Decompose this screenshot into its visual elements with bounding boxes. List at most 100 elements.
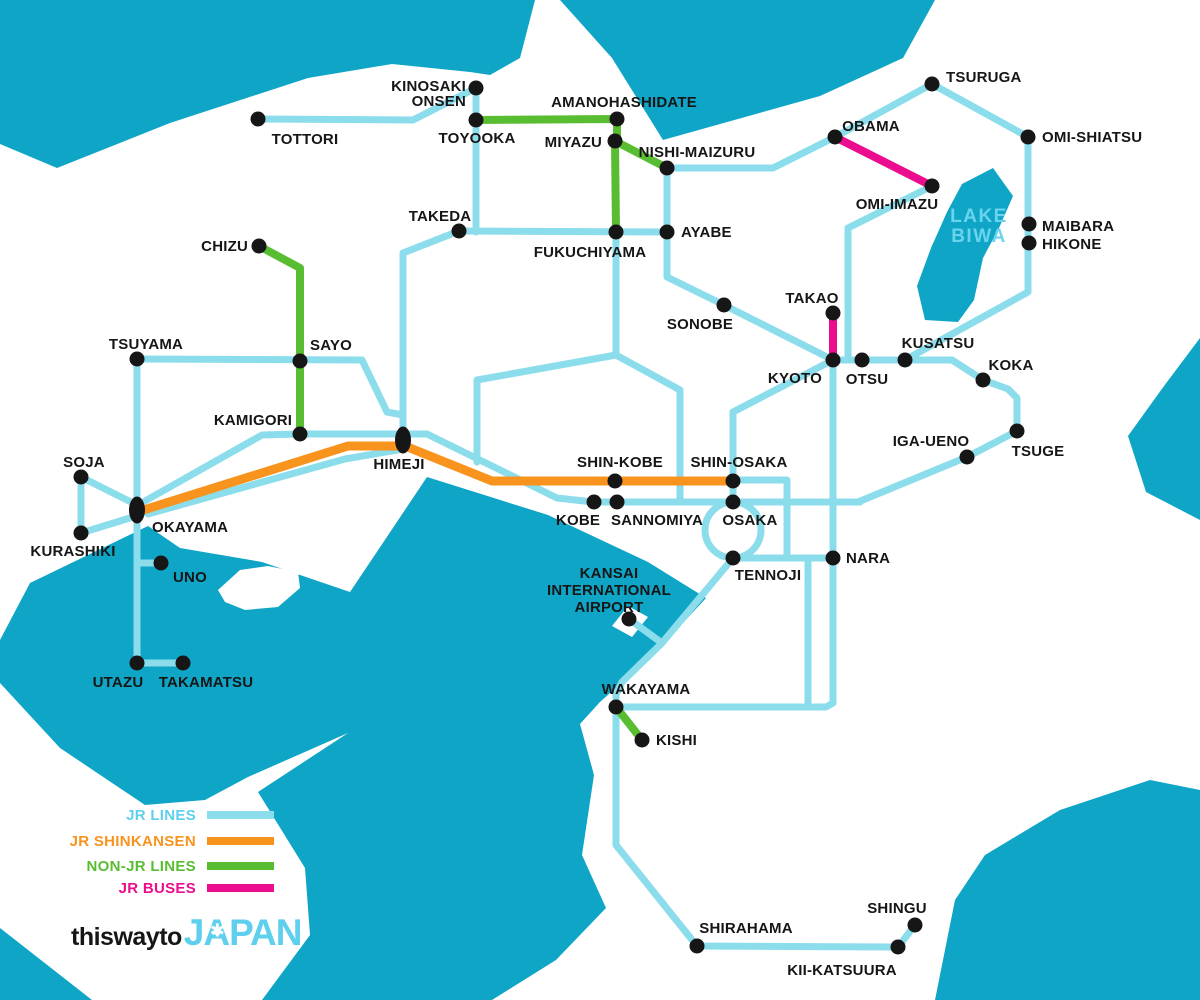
station-label-hikone: HIKONE [1042,236,1102,253]
line-himeji-takeda [399,227,463,444]
station-marker-obama[interactable] [827,129,843,145]
station-marker-omi-shiatsu[interactable] [1020,129,1036,145]
line-kyoto-shin-osaka-osaka [729,356,837,506]
station-kishi: KISHI [634,732,697,749]
station-marker-takamatsu[interactable] [175,655,191,671]
line-miyazu-fukuchiyama [611,137,620,236]
station-label-iga-ueno: IGA-UENO [893,433,970,450]
station-marker-iga-ueno[interactable] [959,449,975,465]
station-marker-amanohashidate[interactable] [609,111,625,127]
legend-label-nonjr: NON-JR LINES [87,858,196,875]
station-label-tsuge: TSUGE [1012,443,1065,460]
station-marker-kamigori[interactable] [292,426,308,442]
station-marker-omi-imazu[interactable] [924,178,940,194]
station-label-otsu: OTSU [846,371,888,388]
station-kamigori: KAMIGORI [214,412,308,442]
station-hikone: HIKONE [1021,235,1102,253]
station-marker-kansai-international-airport[interactable] [621,611,637,627]
station-marker-kii-katsuura[interactable] [890,939,906,955]
station-marker-nishi-maizuru[interactable] [659,160,675,176]
station-label-okayama: OKAYAMA [152,519,228,536]
station-marker-tottori[interactable] [250,111,266,127]
line-kyoto-nara-wakayama [612,356,837,711]
station-label-takao: TAKAO [785,290,838,307]
station-marker-kurashiki[interactable] [73,525,89,541]
sea-shape [0,477,706,1000]
station-label-shin-kobe: SHIN-KOBE [577,454,663,471]
station-label-takamatsu: TAKAMATSU [159,674,254,691]
station-marker-tsuge[interactable] [1009,423,1025,439]
station-chizu: CHIZU [201,238,267,255]
station-marker-soja[interactable] [73,469,89,485]
station-marker-tsuyama[interactable] [129,351,145,367]
logo-japan-text: JA✱PAN [183,912,303,953]
station-marker-osaka[interactable] [725,494,741,510]
station-marker-koka[interactable] [975,372,991,388]
station-marker-tsuruga[interactable] [924,76,940,92]
station-marker-toyooka[interactable] [468,112,484,128]
sea-shape [0,0,535,168]
station-label-ayabe: AYABE [681,224,732,241]
station-marker-utazu[interactable] [129,655,145,671]
station-marker-sonobe[interactable] [716,297,732,313]
line-chizu-sayo-kamigori [255,242,304,438]
line-osaka-iga-ueno-kusatsu [829,356,1021,506]
station-label-omi-shiatsu: OMI-SHIATSU [1042,129,1142,146]
logo-sakura-asterisk-icon: ✱ [209,920,225,941]
station-label-fukuchiyama: FUKUCHIYAMA [534,244,646,261]
station-uno: UNO [153,555,207,586]
station-marker-okayama[interactable] [129,496,145,524]
station-marker-uno[interactable] [153,555,169,571]
station-marker-chizu[interactable] [251,238,267,254]
station-marker-miyazu[interactable] [607,133,623,149]
station-marker-kinosaki-onsen[interactable] [468,80,484,96]
station-marker-kobe[interactable] [586,494,602,510]
station-soja: SOJA [63,454,105,485]
station-marker-sayo[interactable] [292,353,308,369]
legend-label-bus: JR BUSES [119,880,196,897]
line-obama-omi-imazu-bus [831,133,936,190]
line-kosei-omi-imazu [844,182,936,364]
island-shape [218,566,300,610]
station-label-kurashiki: KURASHIKI [30,543,115,560]
station-marker-maibara[interactable] [1021,216,1037,232]
station-label-shingu: SHINGU [867,900,927,917]
station-marker-tennoji[interactable] [725,550,741,566]
sea-shape [917,168,1013,322]
sea-shape [935,780,1200,1000]
station-marker-nara[interactable] [825,550,841,566]
station-marker-takeda[interactable] [451,223,467,239]
station-toyooka: TOYOOKA [439,112,515,147]
station-tsuyama: TSUYAMA [109,336,183,367]
line-fukuchiyama-south-west [473,228,620,466]
line-takeda-fukuchiyama-ayabe [455,227,671,236]
station-utazu: UTAZU [93,655,145,691]
station-label-koka: KOKA [989,357,1034,374]
station-tennoji: TENNOJI [725,550,801,584]
station-marker-shin-kobe[interactable] [607,473,623,489]
station-marker-otsu[interactable] [854,352,870,368]
station-marker-shingu[interactable] [907,917,923,933]
logo: thiswayto JA✱PAN [71,912,303,954]
station-marker-sannomiya[interactable] [609,494,625,510]
station-marker-kyoto[interactable] [825,352,841,368]
station-marker-fukuchiyama[interactable] [608,224,624,240]
station-marker-takao[interactable] [825,305,841,321]
station-label-amanohashidate: AMANOHASHIDATE [551,94,697,111]
station-marker-hikone[interactable] [1021,235,1037,251]
station-marker-shirahama[interactable] [689,938,705,954]
station-marker-shin-osaka[interactable] [725,473,741,489]
station-sannomiya: SANNOMIYA [609,494,703,529]
line-kamigori-okayama [141,430,304,505]
station-koka: KOKA [975,357,1034,388]
station-marker-wakayama[interactable] [608,699,624,715]
station-marker-ayabe[interactable] [659,224,675,240]
station-marker-kusatsu[interactable] [897,352,913,368]
line-shin-osaka-east-branch [729,476,791,562]
station-marker-kishi[interactable] [634,732,650,748]
station-marker-himeji[interactable] [395,426,411,454]
